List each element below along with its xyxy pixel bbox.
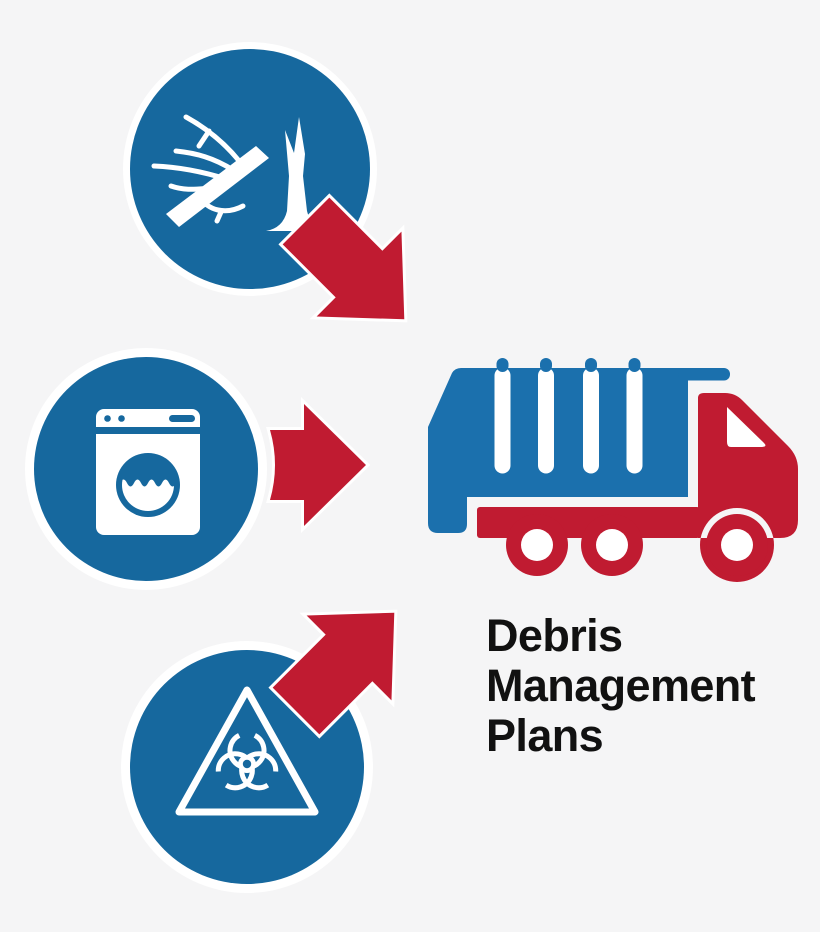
garbage-truck-icon bbox=[428, 358, 798, 582]
truck-window bbox=[727, 407, 766, 447]
biohazard-icon bbox=[175, 686, 319, 816]
diagram-title: Debris Management Plans bbox=[486, 610, 756, 761]
truck-wheels bbox=[506, 514, 768, 576]
node-hazardous-debris bbox=[121, 641, 373, 893]
truck-cab bbox=[698, 393, 798, 582]
fallen-tree-icon bbox=[151, 114, 327, 231]
arrow-bottom bbox=[268, 609, 398, 739]
arrow-top bbox=[278, 193, 408, 323]
node-appliance-debris bbox=[25, 348, 267, 590]
truck-body bbox=[428, 368, 688, 533]
arrow-middle bbox=[266, 396, 371, 534]
washing-machine-icon bbox=[96, 409, 200, 535]
